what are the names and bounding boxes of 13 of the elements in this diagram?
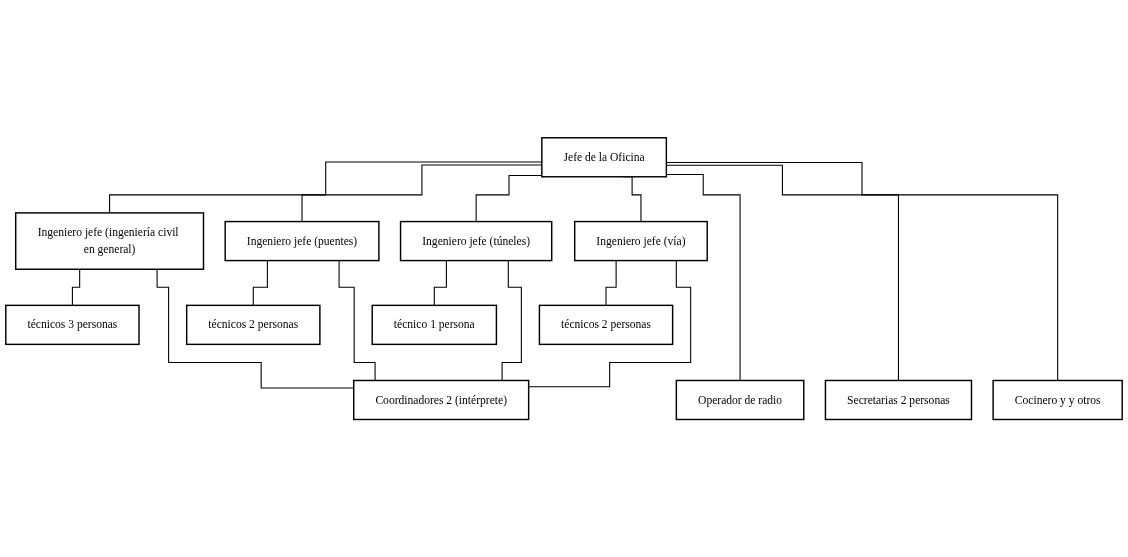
node-box: técnico 1 persona xyxy=(371,304,498,345)
node-box: técnicos 2 personas xyxy=(185,304,321,345)
node-box: Secretarias 2 personas xyxy=(824,379,973,421)
node-box: técnicos 2 personas xyxy=(538,304,674,345)
node-box: Cocinero y y otros xyxy=(992,379,1123,421)
node-box: Ingeniero jefe (túneles) xyxy=(399,220,553,262)
node-box: Ingeniero jefe (puentes) xyxy=(224,220,380,262)
node-box: Jefe de la Oficina xyxy=(541,136,668,178)
node-box: Operador de radio xyxy=(675,379,805,421)
node-box: Coordinadores 2 (intérprete) xyxy=(353,379,530,421)
node-box: Ingeniero jefe (vía) xyxy=(573,220,708,262)
node-box: técnicos 3 personas xyxy=(5,304,140,345)
node-box: Ingeniero jefe (ingeniería civil en general) xyxy=(14,212,205,270)
